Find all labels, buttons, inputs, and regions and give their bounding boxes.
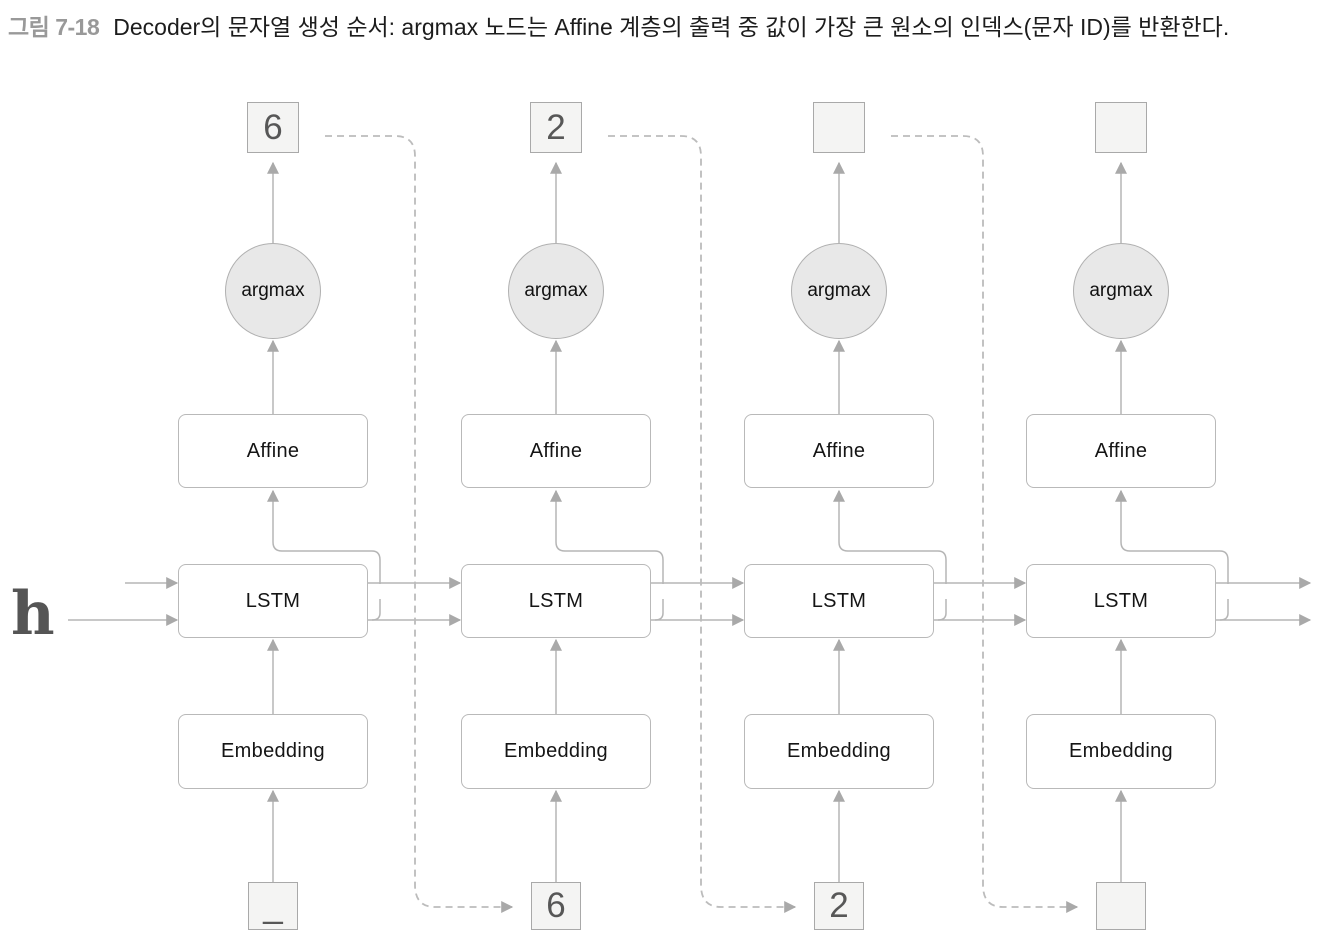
- output-char-box-4: [1095, 102, 1147, 153]
- lstm-to-affine-elbow-arrow: [550, 489, 664, 584]
- column-1-connectors: [68, 135, 514, 913]
- figure-number-label: 그림 7-18: [8, 14, 100, 40]
- column-3-connectors: [833, 135, 1079, 913]
- output-char-box-2: 2: [530, 102, 582, 153]
- lstm-to-affine-elbow-arrow: [1115, 489, 1229, 584]
- figure-caption: 그림 7-18 Decoder의 문자열 생성 순서: argmax 노드는 Af…: [8, 5, 1336, 50]
- encoder-hidden-state-label: h: [11, 579, 55, 649]
- feedback-dashed-arrow: [891, 135, 1079, 913]
- affine-box-4: Affine: [1026, 414, 1216, 488]
- output-char-box-3: [813, 102, 865, 153]
- column-4-connectors: [1115, 161, 1312, 882]
- embedding-box-4: Embedding: [1026, 714, 1216, 789]
- lstm-to-affine-elbow-arrow: [833, 489, 947, 584]
- column-2-connectors: [550, 135, 797, 913]
- affine-box-1: Affine: [178, 414, 368, 488]
- feedback-dashed-arrow: [608, 135, 797, 913]
- lstm-box-3: LSTM: [744, 564, 934, 638]
- embedding-box-2: Embedding: [461, 714, 651, 789]
- input-char-box-1: _: [248, 882, 298, 930]
- output-char-box-1: 6: [247, 102, 299, 153]
- input-char-box-3: 2: [814, 882, 864, 930]
- embedding-box-1: Embedding: [178, 714, 368, 789]
- lstm-to-affine-elbow-stub: [937, 599, 947, 621]
- input-char-box-4: [1096, 882, 1146, 930]
- feedback-dashed-arrow: [325, 135, 514, 913]
- lstm-to-affine-elbow-stub: [654, 599, 664, 621]
- argmax-node-2: argmax: [508, 243, 604, 339]
- argmax-node-4: argmax: [1073, 243, 1169, 339]
- lstm-to-affine-elbow-stub: [371, 599, 381, 621]
- lstm-to-affine-elbow-stub: [1219, 599, 1229, 621]
- lstm-to-affine-elbow-arrow: [267, 489, 381, 584]
- argmax-node-3: argmax: [791, 243, 887, 339]
- embedding-box-3: Embedding: [744, 714, 934, 789]
- lstm-box-1: LSTM: [178, 564, 368, 638]
- lstm-box-2: LSTM: [461, 564, 651, 638]
- figure-caption-text: Decoder의 문자열 생성 순서: argmax 노드는 Affine 계층…: [113, 14, 1230, 40]
- affine-box-2: Affine: [461, 414, 651, 488]
- input-char-box-2: 6: [531, 882, 581, 930]
- argmax-node-1: argmax: [225, 243, 321, 339]
- lstm-box-4: LSTM: [1026, 564, 1216, 638]
- affine-box-3: Affine: [744, 414, 934, 488]
